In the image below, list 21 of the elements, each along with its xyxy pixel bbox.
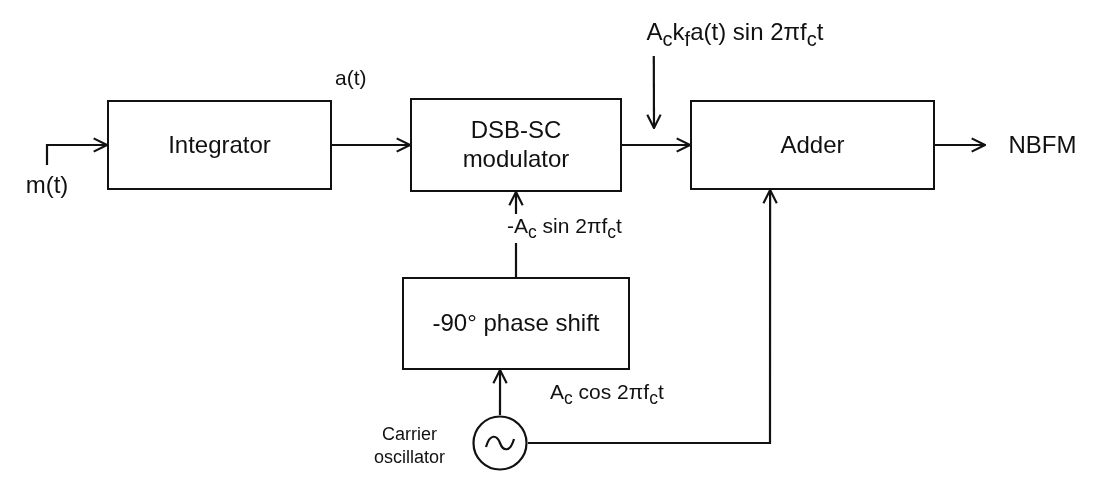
arrow bbox=[935, 137, 987, 153]
adder-block bbox=[690, 100, 935, 190]
block-label: -90° phase shift bbox=[431, 309, 601, 338]
edge-label: -A$_{c}$ sin 2πf$_{c}$t bbox=[505, 214, 624, 244]
block-label: DSB-SC modulator bbox=[461, 116, 571, 174]
arrow bbox=[622, 137, 692, 153]
arrow bbox=[528, 188, 778, 445]
modulator-block bbox=[410, 98, 622, 192]
node-label: Carrier oscillator bbox=[373, 423, 446, 470]
arrow bbox=[492, 368, 508, 415]
arrow bbox=[646, 56, 662, 130]
phase-shift-block bbox=[402, 277, 630, 370]
arrow bbox=[332, 137, 412, 153]
integrator-block bbox=[107, 100, 332, 190]
block-label: m(t) bbox=[25, 170, 69, 200]
block-label: Integrator bbox=[168, 130, 271, 160]
block-label: A$_{c}$k$_{f}$a(t) sin 2πf$_{c}$t bbox=[646, 17, 824, 51]
block-label: NBFM bbox=[1008, 130, 1077, 160]
arrow bbox=[45, 137, 109, 165]
block-label: Adder bbox=[780, 130, 845, 160]
oscillator-circle bbox=[472, 415, 528, 471]
